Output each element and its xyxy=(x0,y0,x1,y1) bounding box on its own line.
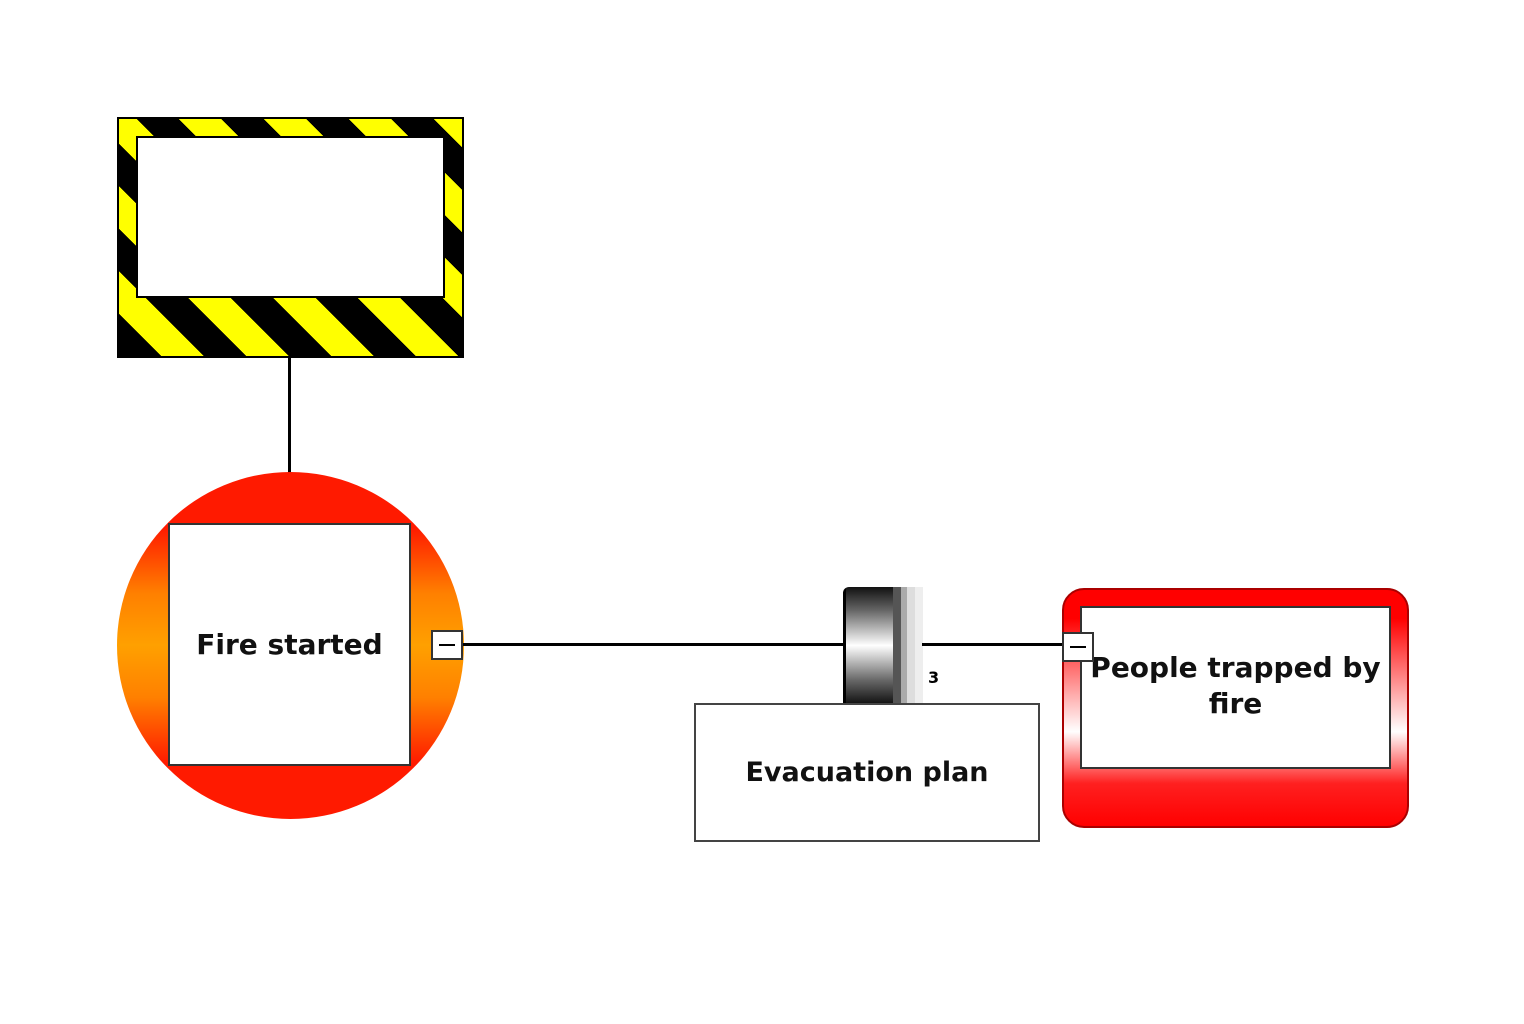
collapse-top-event-button[interactable] xyxy=(431,630,463,660)
connector-line-right xyxy=(922,643,1063,646)
collapse-consequence-button[interactable] xyxy=(1062,632,1094,662)
barrier-stack xyxy=(893,587,923,704)
connector-line-left xyxy=(463,643,844,646)
hazard-connector xyxy=(288,357,291,473)
minus-icon xyxy=(439,644,455,646)
top-event-label[interactable]: Fire started xyxy=(168,523,411,766)
hazard-label-box[interactable] xyxy=(136,136,445,298)
consequence-label[interactable]: People trapped by fire xyxy=(1080,606,1391,769)
minus-icon xyxy=(1070,646,1086,648)
barrier-count: 3 xyxy=(928,668,940,687)
barrier-label[interactable]: Evacuation plan xyxy=(694,703,1040,842)
